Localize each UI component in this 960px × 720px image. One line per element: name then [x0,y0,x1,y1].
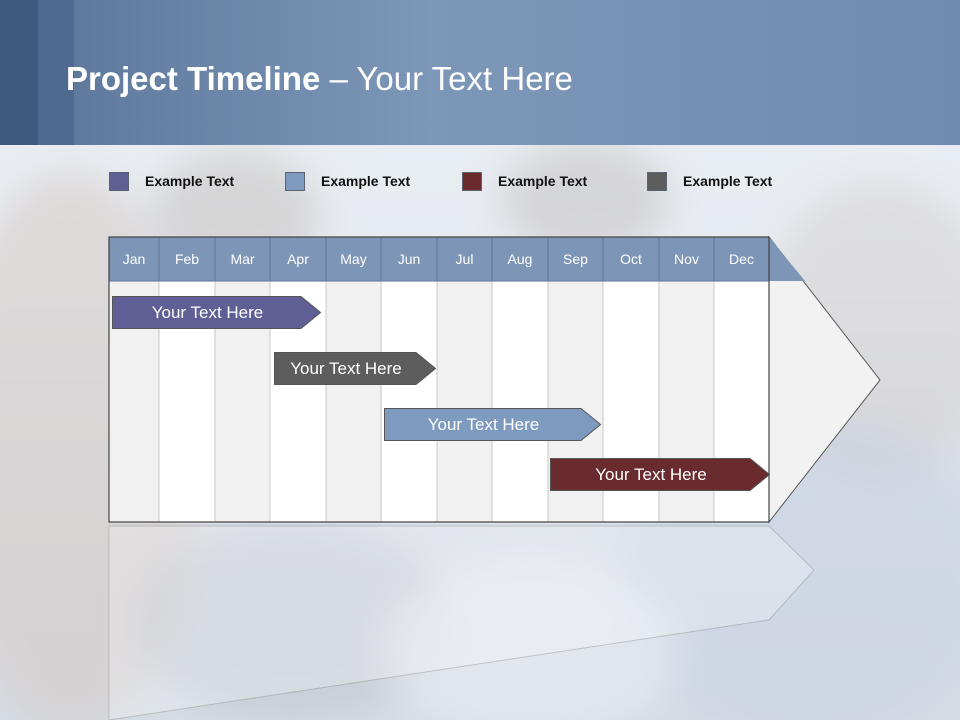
legend-swatch-3 [462,171,482,191]
month-label-jan: Jan [122,251,146,267]
month-label-sep: Sep [563,251,588,267]
month-label-feb: Feb [174,251,200,267]
month-label-may: May [340,251,367,267]
task-label-4: Your Text Here [595,464,707,484]
month-column-aug [491,280,549,523]
legend-label-3: Example Text [498,173,588,189]
month-label-oct: Oct [620,251,642,267]
legend-label-4: Example Text [683,173,773,189]
title-banner: Project Timeline – Your Text Here [0,0,960,145]
legend-label-2: Example Text [321,173,411,189]
month-label-apr: Apr [287,251,309,267]
month-label-dec: Dec [729,251,754,267]
month-header-cell-sep [547,236,604,282]
legend-item-4: Example Text [647,170,772,192]
month-header-cell-nov [658,236,715,282]
legend-swatch-2 [285,171,305,191]
month-column-may [325,280,382,523]
task-label-3: Your Text Here [427,414,540,434]
month-column-jun [380,280,438,523]
legend-item-2: Example Text [285,170,410,192]
legend-label-1: Example Text [145,173,235,189]
month-label-nov: Nov [674,251,699,267]
month-label-jul: Jul [455,251,474,267]
title-rest: – Your Text Here [320,60,573,97]
month-column-jul [436,280,493,523]
page-title: Project Timeline – Your Text Here [66,60,573,98]
month-header-cell-dec [713,236,770,282]
task-arrow-shape-2 [274,352,436,385]
month-header-cell-feb [158,236,216,282]
timeline-reflection [108,525,815,720]
legend-swatch-1 [109,171,129,191]
task-arrow-shape-1 [112,296,321,329]
month-header-cell-jun [380,236,438,282]
task-arrow-3[interactable]: Your Text Here [384,408,601,441]
task-arrow-shape-4 [550,458,770,491]
month-label-aug: Aug [507,251,533,267]
month-header-cell-aug [491,236,549,282]
task-label-1: Your Text Here [151,302,264,322]
title-bold: Project Timeline [66,60,321,97]
task-arrow-4[interactable]: Your Text Here [550,458,770,491]
timeline-arrow-header-wedge [769,237,805,281]
timeline-outline [108,236,770,523]
task-arrow-2[interactable]: Your Text Here [274,352,436,385]
month-label-jun: Jun [397,251,421,267]
legend-item-3: Example Text [462,170,587,192]
task-arrow-1[interactable]: Your Text Here [112,296,321,329]
legend-item-1: Example Text [109,170,234,192]
legend-swatch-4 [647,171,667,191]
month-header-cell-may [325,236,382,282]
month-header-cell-mar [214,236,271,282]
task-arrow-shape-3 [384,408,601,441]
task-label-2: Your Text Here [290,358,402,378]
month-header-cell-jan [108,236,160,282]
month-label-mar: Mar [230,251,255,267]
